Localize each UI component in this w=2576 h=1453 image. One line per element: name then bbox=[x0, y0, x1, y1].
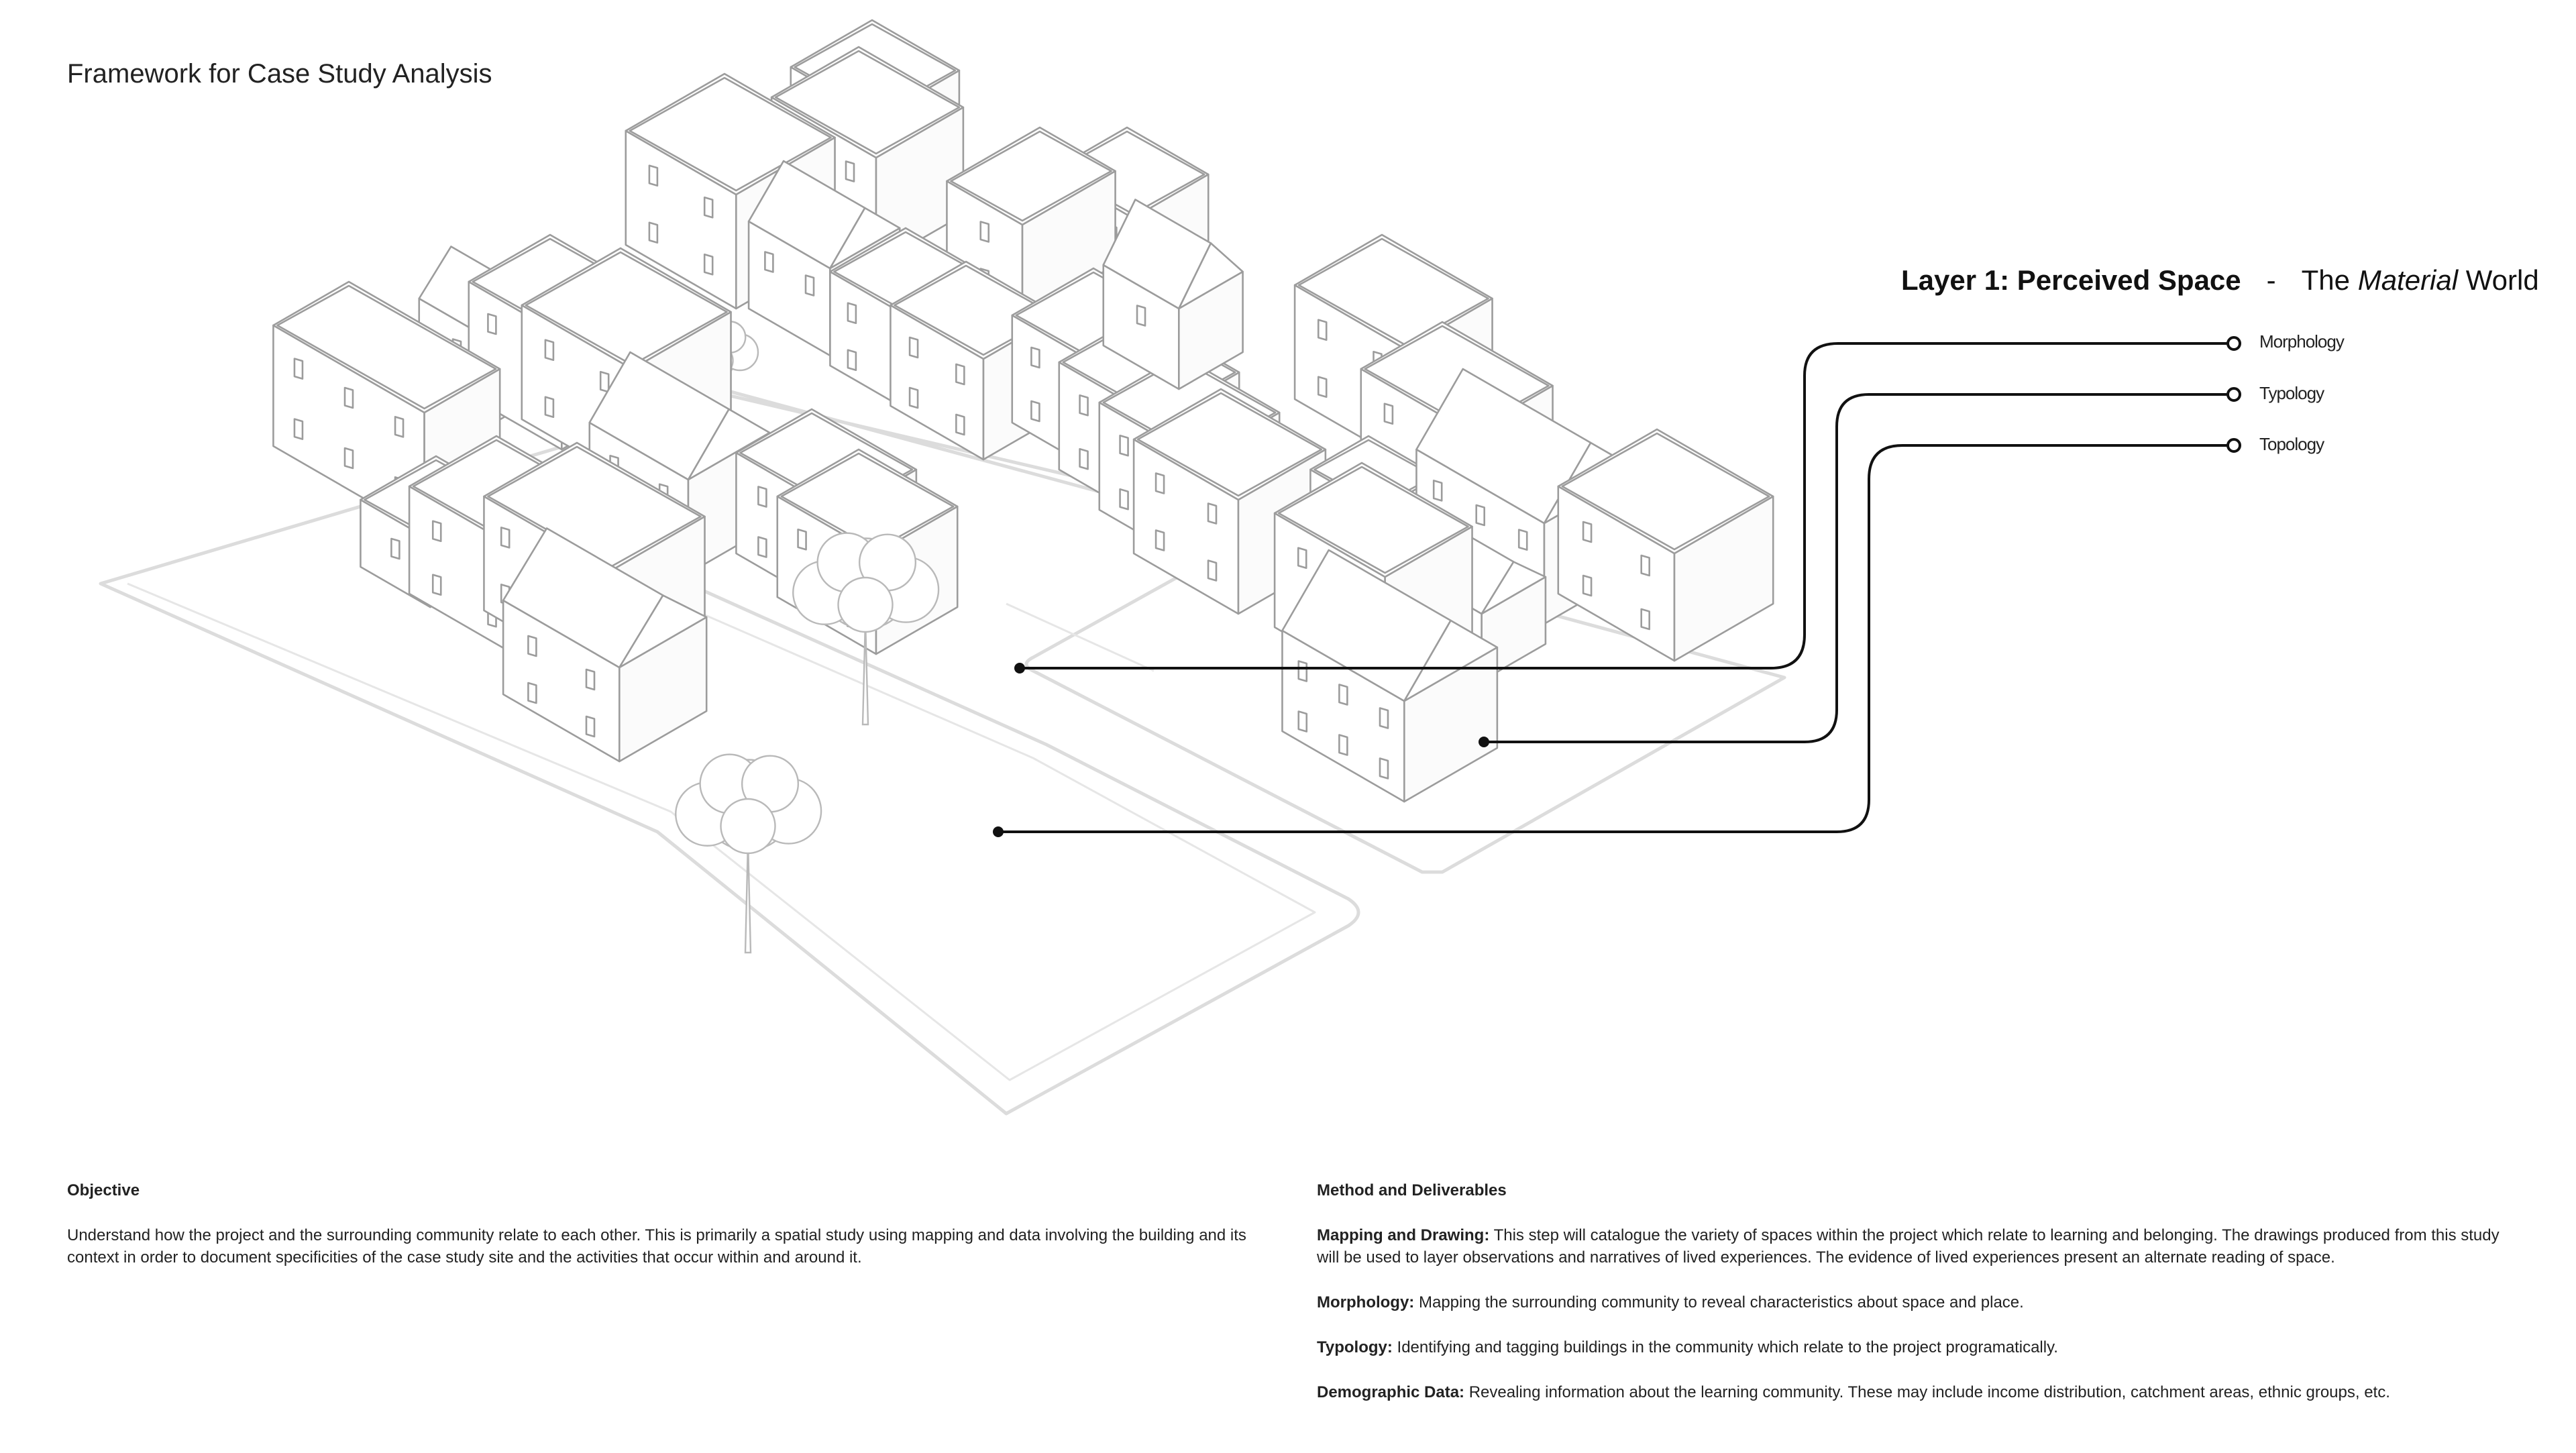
method-item: Morphology: Mapping the surrounding comm… bbox=[1317, 1291, 2518, 1313]
leader-ring-morphology bbox=[2226, 336, 2241, 351]
leader-typology bbox=[1484, 393, 2231, 743]
tree bbox=[792, 532, 940, 726]
method-text: Identifying and tagging buildings in the… bbox=[1392, 1338, 2058, 1356]
leader-ring-typology bbox=[2226, 387, 2241, 402]
objective-section: Objective Understand how the project and… bbox=[67, 1179, 1261, 1291]
objective-heading: Objective bbox=[67, 1181, 140, 1199]
method-item: Demographic Data: Revealing information … bbox=[1317, 1381, 2518, 1403]
method-section: Method and Deliverables Mapping and Draw… bbox=[1317, 1179, 2518, 1426]
leader-dot-morphology bbox=[1014, 663, 1025, 674]
leader-lines bbox=[993, 336, 2241, 837]
layer-subtitle-pre: The bbox=[2301, 264, 2351, 296]
method-term: Typology: bbox=[1317, 1338, 1393, 1356]
building bbox=[1557, 428, 1774, 662]
trees-front bbox=[675, 532, 940, 954]
method-item: Mapping and Drawing: This step will cata… bbox=[1317, 1224, 2518, 1269]
layer-dash: - bbox=[2266, 264, 2276, 296]
method-text: This step will catalogue the variety of … bbox=[1317, 1226, 2500, 1267]
objective-body: Understand how the project and the surro… bbox=[67, 1226, 1246, 1267]
method-term: Mapping and Drawing: bbox=[1317, 1226, 1490, 1244]
method-heading: Method and Deliverables bbox=[1317, 1181, 1507, 1199]
site-svg bbox=[99, 19, 2241, 1116]
layer-title: Layer 1: Perceived Space bbox=[1901, 264, 2241, 296]
layer-subtitle-post: World bbox=[2465, 264, 2539, 296]
leader-ring-topology bbox=[2226, 438, 2241, 453]
method-term: Morphology: bbox=[1317, 1293, 1415, 1311]
method-item: Typology: Identifying and tagging buildi… bbox=[1317, 1336, 2518, 1358]
isometric-site-diagram bbox=[99, 19, 2241, 1116]
leader-dot-typology bbox=[1479, 737, 1489, 747]
building bbox=[1281, 549, 1499, 803]
page-title: Framework for Case Study Analysis bbox=[67, 59, 492, 89]
leader-topology bbox=[998, 444, 2231, 833]
method-text: Revealing information about the learning… bbox=[1464, 1383, 2390, 1401]
layer-item-topology: Topology bbox=[2259, 434, 2324, 454]
leader-dot-topology bbox=[993, 826, 1004, 837]
method-text: Mapping the surrounding community to rev… bbox=[1414, 1293, 2024, 1311]
building bbox=[502, 527, 708, 763]
method-term: Demographic Data: bbox=[1317, 1383, 1465, 1401]
leader-morphology bbox=[1020, 342, 2231, 669]
layer-subtitle-italic: Material bbox=[2357, 264, 2459, 296]
layer-heading: Layer 1: Perceived Space-The Material Wo… bbox=[1901, 264, 2539, 297]
tree bbox=[675, 753, 822, 954]
layer-item-morphology: Morphology bbox=[2259, 331, 2345, 352]
layer-item-typology: Typology bbox=[2259, 383, 2324, 403]
buildings bbox=[272, 19, 1774, 803]
sidewalk-outline bbox=[127, 529, 1316, 1081]
building bbox=[1102, 199, 1244, 390]
